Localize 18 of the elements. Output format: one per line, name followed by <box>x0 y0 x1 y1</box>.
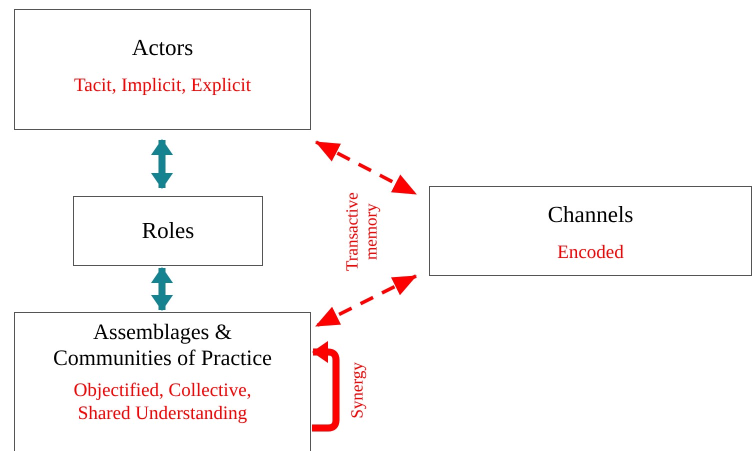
node-subtitle: Tacit, Implicit, Explicit <box>74 74 251 98</box>
node-title: Channels <box>548 201 634 229</box>
loop-arrow <box>312 341 340 432</box>
channels-box <box>429 186 752 276</box>
annotation-label: Transactive memory <box>343 191 381 274</box>
node-title: Roles <box>142 217 194 245</box>
communities-box <box>14 312 311 451</box>
double-arrow <box>151 267 173 311</box>
node-title: Assemblages & Communities of Practice <box>52 319 273 372</box>
edge-label: Synergy <box>348 361 368 421</box>
actors-box <box>14 9 311 130</box>
dashed-arrow <box>315 140 417 196</box>
node-subtitle: Objectified, Collective, Shared Understanding <box>72 380 252 426</box>
node-subtitle: Encoded <box>557 240 624 264</box>
node-title: Actors <box>132 34 194 62</box>
roles-box <box>73 196 263 266</box>
double-arrow <box>151 139 173 189</box>
dashed-arrow <box>315 274 417 328</box>
